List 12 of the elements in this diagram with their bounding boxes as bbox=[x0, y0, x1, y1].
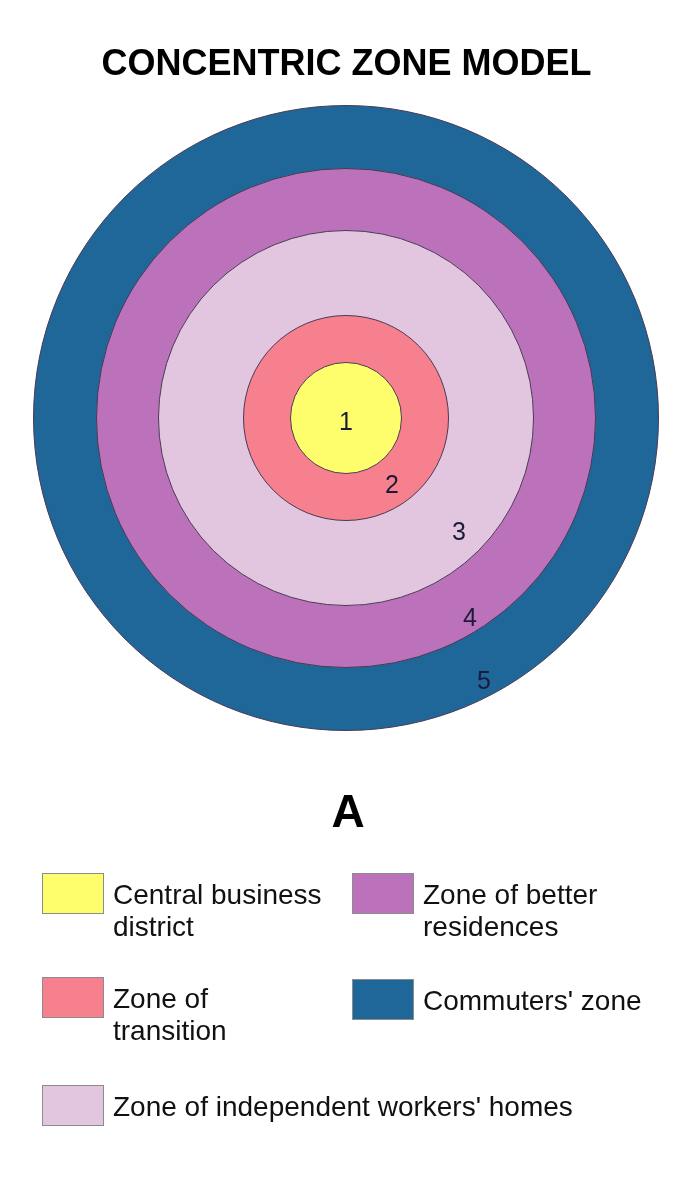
zone-number: 2 bbox=[385, 475, 399, 493]
legend-label: Zone of transition bbox=[113, 983, 228, 1047]
diagram-title: CONCENTRIC ZONE MODEL bbox=[100, 43, 593, 83]
legend-label: Central business district bbox=[113, 879, 323, 943]
zone-number: 1 bbox=[339, 412, 353, 430]
legend-label: Commuters' zone bbox=[423, 985, 643, 1017]
zone-number: 5 bbox=[477, 671, 491, 689]
zone-number: 4 bbox=[463, 608, 477, 626]
legend-label: Zone of better residences bbox=[423, 879, 599, 943]
legend-label: Zone of independent workers' homes bbox=[113, 1091, 574, 1123]
zone-number: 3 bbox=[452, 522, 466, 540]
panel-letter: A bbox=[330, 786, 366, 836]
